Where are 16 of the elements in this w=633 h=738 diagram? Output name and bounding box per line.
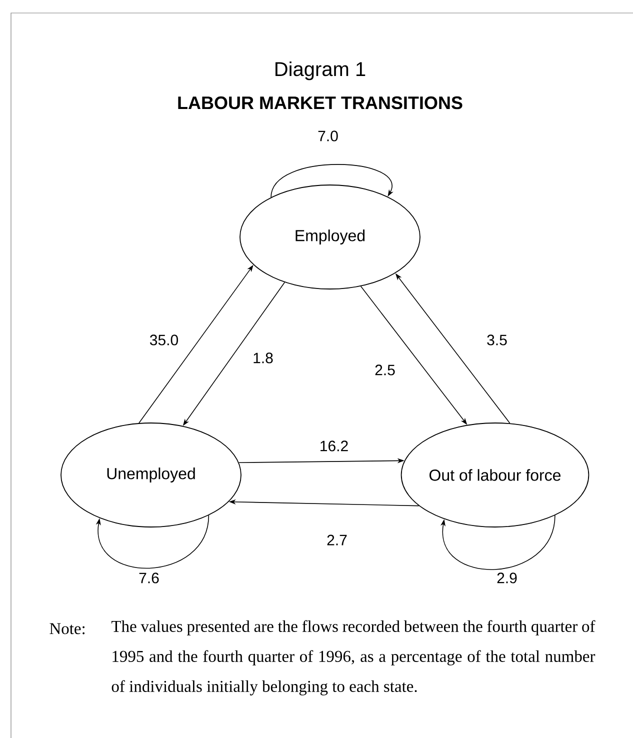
edge-label: 1.8 bbox=[254, 352, 273, 364]
note-label: Note: bbox=[50, 623, 85, 634]
edge-label: 16.2 bbox=[320, 440, 348, 452]
edge-label: 7.6 bbox=[139, 572, 159, 584]
arrow bbox=[96, 514, 210, 569]
title: LABOUR MARKET TRANSITIONS bbox=[178, 96, 462, 110]
edge-label: 7.0 bbox=[318, 130, 338, 142]
note-text: The values presented are the flows recorded between the fourth quarter of 1995 and the fourth quarter of 1996, as a percentage of the total number of individuals initially belonging to each state. bbox=[112, 620, 596, 696]
edge-label: 3.5 bbox=[487, 334, 507, 346]
diagram-number: Diagram 1 bbox=[276, 62, 366, 80]
edge-label: 2.9 bbox=[497, 572, 517, 584]
edge-label: 35.0 bbox=[150, 334, 178, 346]
arrow bbox=[440, 515, 556, 570]
edge-label: 2.5 bbox=[375, 364, 395, 376]
edge-label: 2.7 bbox=[327, 534, 347, 546]
arrow bbox=[270, 164, 394, 198]
